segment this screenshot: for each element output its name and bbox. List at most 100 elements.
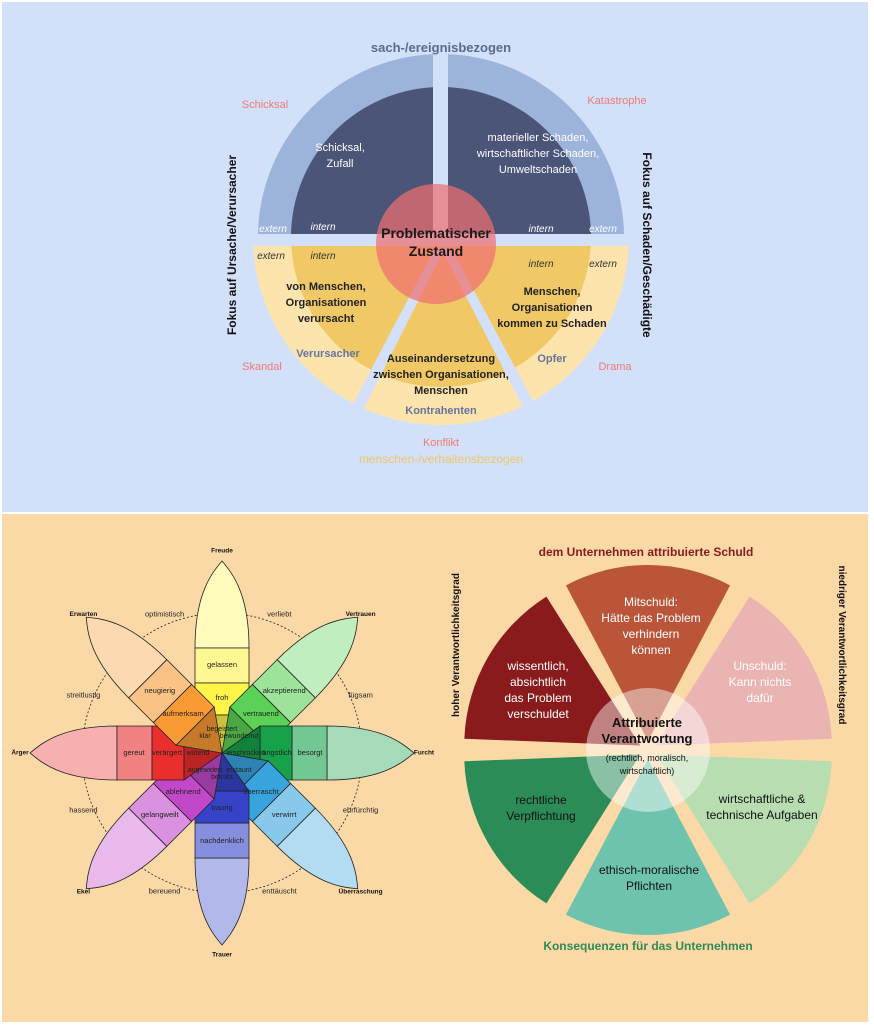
responsibility-center-circle	[586, 688, 710, 812]
emotion-outer-word: gelassen	[207, 660, 237, 669]
sector-rechtliche	[464, 754, 641, 904]
emotion-middle-word: ablehnend	[166, 787, 201, 796]
center-circle	[376, 184, 496, 304]
lower-inner-ring	[291, 234, 591, 387]
sector-mitschuld	[565, 564, 731, 741]
label-schicksal: Schicksal	[242, 99, 288, 111]
intern-lower-right: intern	[528, 259, 553, 270]
wissentlich-text-4: verschuldet	[507, 707, 569, 721]
petal-tip	[85, 807, 168, 890]
auseinander-text-1: Auseinandersetzung	[387, 353, 495, 365]
petal-2	[221, 725, 415, 781]
sector-wissentlich	[464, 596, 641, 746]
extern-lower-left: extern	[257, 251, 285, 262]
emotion-inner-word: wütend	[186, 750, 210, 757]
auseinander-text-2: zwischen Organisationen,	[373, 369, 509, 381]
menschen-text-3: verursacht	[298, 313, 355, 325]
emotion-outer-word: nachdenklich	[200, 836, 244, 845]
petal-3	[221, 752, 359, 890]
intern-upper-left: intern	[310, 222, 335, 233]
schaden-text-3: Umweltschaden	[499, 164, 577, 176]
responsibility-center-sub-2: wirtschaftlich)	[619, 766, 675, 776]
emotion-petal-name: Ärger	[11, 749, 29, 757]
schaden-text-2: wirtschaftlicher Schaden,	[476, 148, 599, 160]
label-skandal: Skandal	[242, 361, 282, 373]
emotion-outer-word: gereut	[123, 748, 145, 757]
wissentlich-text-1: wissentlich,	[506, 659, 568, 673]
role-opfer: Opfer	[537, 353, 567, 365]
responsibility-center-title-2: Verantwortung	[601, 731, 692, 746]
kommen-text-1: Menschen,	[524, 286, 581, 298]
emotion-outer-word: verwirrt	[272, 810, 297, 819]
bottom-title-konflikt: Konflikt	[423, 437, 459, 449]
emotion-petal-name: Erwarten	[69, 611, 97, 618]
emotion-between-word: streitlustig	[67, 691, 101, 700]
responsibility-labels: dem Unternehmen attribuierte Schuld Kons…	[451, 545, 847, 953]
emotion-outer-word: besorgt	[297, 748, 323, 757]
emotion-middle-word: verärgert	[152, 748, 183, 757]
emotion-inner-word: betrübt	[211, 774, 233, 781]
emotion-outer-word: neugierig	[144, 686, 175, 695]
extern-lower-right: extern	[589, 259, 617, 270]
unschuld-text-3: dafür	[746, 691, 773, 705]
emotion-inner-word: begeistert	[207, 726, 238, 733]
ethisch-text-1: ethisch-moralische	[599, 863, 699, 877]
wirtschaftliche-text-1: wirtschaftliche &	[718, 792, 806, 806]
role-verursacher: Verursacher	[296, 348, 360, 360]
wirtschaftliche-text-2: technische Aufgaben	[706, 808, 817, 822]
intern-lower-left: intern	[310, 251, 335, 262]
emotion-between-word: bereuend	[149, 887, 181, 896]
lower-right-gap	[441, 248, 554, 440]
emotion-between-word: ehrfürchtig	[343, 805, 378, 814]
emotion-between-word: optimistisch	[145, 609, 184, 618]
top-category-title: sach-/ereignisbezogen	[371, 40, 511, 55]
emotion-petal-name: Freude	[211, 548, 233, 555]
emotion-between-word: hassend	[69, 805, 97, 814]
responsibility-center-title-1: Attribuierte	[612, 715, 682, 730]
rechtliche-text-1: rechtliche	[515, 793, 567, 807]
emotion-inner-word: erstaunt	[226, 767, 251, 774]
emotion-petal-name: Ekel	[77, 888, 91, 895]
menschen-text-2: Organisationen	[286, 297, 367, 309]
auseinander-text-3: Menschen	[414, 385, 468, 397]
kommen-text-3: kommen zu Schaden	[497, 318, 607, 330]
menschen-text-1: von Menschen,	[286, 281, 365, 293]
emotion-inner-word: bewundernd	[220, 733, 259, 740]
emotion-petal-name: Vertrauen	[346, 611, 376, 618]
sector-unschuld	[655, 596, 832, 746]
problem-state-diagram: sach-/ereignisbezogen Schicksal Katastro…	[225, 40, 654, 466]
mitschuld-text-1: Mitschuld:	[624, 595, 678, 609]
extern-upper-left: extern	[259, 224, 287, 235]
responsibility-bottom-title: Konsequenzen für das Unternehmen	[543, 939, 752, 953]
role-kontrahenten: Kontrahenten	[405, 405, 477, 417]
emotion-petal-name: Trauer	[212, 952, 232, 959]
emotion-middle-word: überrascht	[243, 787, 279, 796]
label-drama: Drama	[598, 361, 632, 373]
petal-tip	[194, 560, 250, 649]
emotion-middle-word: vertrauend	[243, 709, 279, 718]
mitschuld-text-2: Hätte das Problem	[601, 611, 700, 625]
responsibility-diagram	[464, 564, 832, 935]
responsibility-top-title: dem Unternehmen attribuierte Schuld	[539, 545, 754, 559]
label-katastrophe: Katastrophe	[587, 95, 646, 107]
emotion-petal-name: Überraschung	[339, 886, 383, 895]
emotion-inner-word: klar	[199, 733, 211, 740]
petal-inner	[175, 706, 223, 754]
intern-upper-right: intern	[528, 224, 553, 235]
sector-ethisch	[565, 759, 731, 935]
extern-upper-right: extern	[589, 224, 617, 235]
emotion-wheel: gelassenfrohbegeistertFreudeverliebtakze…	[11, 548, 435, 959]
emotion-inner-word: erschrocken	[227, 750, 265, 757]
petal-7	[85, 616, 223, 754]
unschuld-text-1: Unschuld:	[733, 659, 786, 673]
emotion-petal-name: Furcht	[414, 750, 435, 757]
kommen-text-2: Organisationen	[512, 302, 593, 314]
responsibility-left-axis: hoher Verantwortlichkeitsgrad	[451, 573, 462, 717]
emotion-inner-word: angewidert	[188, 767, 222, 774]
emotion-middle-word: aufmerksam	[162, 709, 203, 718]
left-axis-label: Fokus auf Ursache/Verursacher	[225, 155, 239, 335]
wissentlich-text-2: absichtlich	[510, 675, 566, 689]
emotion-middle-word: ängstlich	[262, 748, 292, 757]
